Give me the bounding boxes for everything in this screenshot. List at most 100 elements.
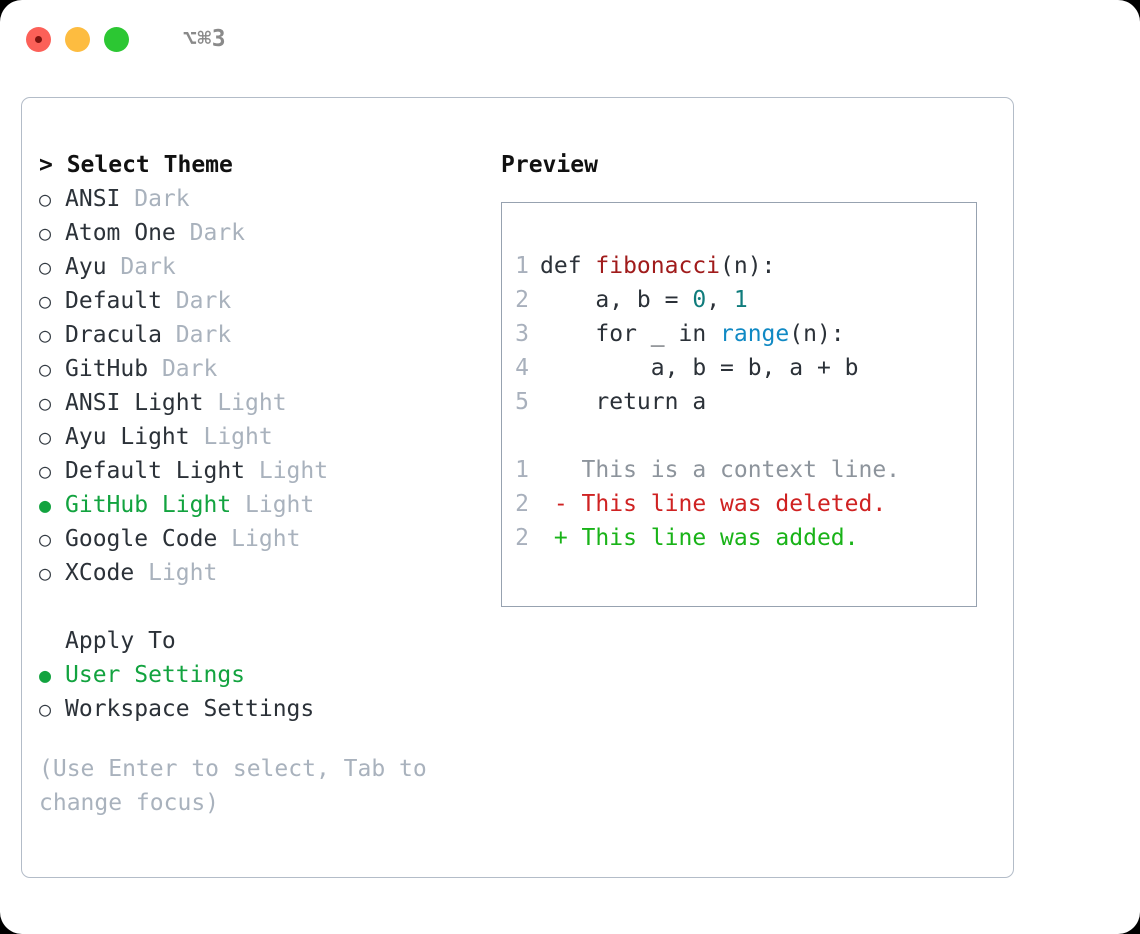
code-token: This is a context line. [540, 457, 901, 483]
theme-item-ansi-light[interactable]: ○ANSI Light Light [39, 386, 489, 420]
code-line-text: for _ in range(n): [540, 317, 844, 351]
radio-unselected-icon[interactable]: ○ [39, 357, 52, 381]
code-token: - This line was deleted. [540, 491, 887, 517]
radio-unselected-icon[interactable]: ○ [39, 697, 52, 721]
theme-item-default-light[interactable]: ○ Default Light Light [39, 454, 489, 488]
theme-item-kind: Dark [148, 356, 218, 382]
code-token: 1 [733, 287, 748, 313]
keyboard-hint: (Use Enter to select, Tab to change focu… [39, 756, 441, 816]
apply-to-item-workspace-settings[interactable]: ○Workspace Settings [39, 692, 489, 726]
radio-unselected-icon[interactable]: ○ [39, 289, 52, 313]
apply-to-list[interactable]: ● User Settings ○Workspace Settings [39, 658, 489, 726]
code-token: fibonacci [595, 253, 721, 279]
theme-item-label: Dracula [65, 322, 162, 348]
code-line-text: a, b = b, a + b [540, 351, 859, 385]
apply-to-heading-row: Apply To [39, 624, 489, 658]
theme-item-kind: Dark [161, 288, 232, 314]
theme-item-ansi[interactable]: ○ ANSI Dark [39, 182, 489, 216]
diff-line-text: + This line was added. [540, 521, 859, 555]
radio-selected-icon[interactable]: ● [39, 493, 52, 517]
preview-heading: Preview [501, 152, 598, 178]
code-token: def [540, 253, 596, 279]
theme-list[interactable]: ○ ANSI Dark ○ Atom One Dark ○ Ayu Dark ○ Defaul… [39, 182, 489, 590]
code-line: 4 a, b = b, a + b [502, 351, 976, 385]
theme-item-label: XCode [65, 560, 135, 586]
theme-item-default[interactable]: ○ Default Dark [39, 284, 489, 318]
theme-item-dracula[interactable]: ○ Dracula Dark [39, 318, 489, 352]
line-number: 3 [515, 321, 529, 347]
radio-unselected-icon[interactable]: ○ [39, 425, 52, 449]
apply-to-heading-marker [39, 624, 65, 658]
code-line: 2 a, b = 0, 1 [502, 283, 976, 317]
theme-item-label: Ayu [65, 254, 107, 280]
theme-item-github-light[interactable]: ●GitHub Light Light [39, 488, 489, 522]
theme-item-label: ANSI Light [65, 390, 204, 416]
apply-to-heading: Apply To [65, 628, 176, 654]
line-number: 2 [515, 287, 529, 313]
theme-item-label: Default [65, 288, 162, 314]
code-line-text: def fibonacci(n): [540, 249, 775, 283]
diff-line-text: - This line was deleted. [540, 487, 886, 521]
theme-item-google-code[interactable]: ○ Google Code Light [39, 522, 489, 556]
code-token: a, b = b, a + b [540, 355, 859, 381]
main-panel: > Select Theme ○ANSI Dark○Atom One Dark○… [21, 97, 1014, 878]
code-line: 5 return a [502, 385, 976, 419]
minimize-button-icon[interactable] [65, 26, 90, 52]
theme-item-ayu[interactable]: ○ Ayu Dark [39, 250, 489, 284]
code-token: range [720, 321, 790, 347]
code-line-text: return a [540, 385, 706, 419]
diff-line: 2 - This line was deleted. [502, 487, 976, 521]
diff-line: 2 + This line was added. [502, 521, 976, 555]
theme-item-label: GitHub Light [65, 492, 232, 518]
theme-item-kind: Light [134, 560, 218, 586]
theme-item-github[interactable]: ○ GitHub Dark [39, 352, 489, 386]
theme-item-label: ANSI [65, 186, 121, 212]
radio-unselected-icon[interactable]: ○ [39, 255, 52, 279]
code-token: , [706, 287, 734, 313]
select-theme-heading: > Select Theme [39, 152, 233, 178]
theme-item-xcode[interactable]: ○ XCode Light [39, 556, 489, 590]
theme-item-label: Ayu Light [65, 424, 190, 450]
line-number: 2 [515, 491, 529, 517]
theme-picker-column: > Select Theme ○ANSI Dark○Atom One Dark○… [39, 148, 489, 820]
theme-item-label: GitHub [65, 356, 149, 382]
theme-item-kind: Dark [161, 322, 232, 348]
theme-item-kind: Light [217, 526, 301, 552]
theme-item-label: Atom One [65, 220, 176, 246]
theme-item-kind: Dark [120, 186, 190, 212]
line-number: 2 [515, 525, 529, 551]
radio-selected-icon[interactable]: ● [39, 663, 52, 687]
radio-unselected-icon[interactable]: ○ [39, 323, 52, 347]
close-button-icon[interactable] [26, 26, 51, 52]
line-number: 5 [515, 389, 529, 415]
code-diff-separator [502, 419, 976, 453]
theme-item-kind: Light [245, 458, 329, 484]
code-token: return a [540, 389, 707, 415]
radio-unselected-icon[interactable]: ○ [39, 391, 52, 415]
maximize-button-icon[interactable] [104, 26, 129, 52]
theme-item-label: Google Code [65, 526, 218, 552]
code-token: 0 [692, 287, 707, 313]
radio-unselected-icon[interactable]: ○ [39, 527, 52, 551]
radio-unselected-icon[interactable]: ○ [39, 221, 52, 245]
line-number: 4 [515, 355, 529, 381]
theme-item-atom-one[interactable]: ○Atom One Dark [39, 216, 489, 250]
code-token: for _ in [540, 321, 721, 347]
apply-to-item-user-settings[interactable]: ● User Settings [39, 658, 489, 692]
code-line: 3 for _ in range(n): [502, 317, 976, 351]
line-number: 1 [515, 457, 529, 483]
radio-unselected-icon[interactable]: ○ [39, 459, 52, 483]
radio-unselected-icon[interactable]: ○ [39, 187, 52, 211]
theme-item-label: Default Light [65, 458, 246, 484]
window-controls [26, 26, 129, 52]
theme-item-kind: Dark [106, 254, 176, 280]
radio-unselected-icon[interactable]: ○ [39, 561, 52, 585]
theme-item-ayu-light[interactable]: ○Ayu Light Light [39, 420, 489, 454]
apply-to-item-label: User Settings [65, 662, 246, 688]
code-token: + This line was added. [540, 525, 859, 551]
diff-sample: 1 This is a context line. 2 - This line w… [502, 453, 976, 555]
